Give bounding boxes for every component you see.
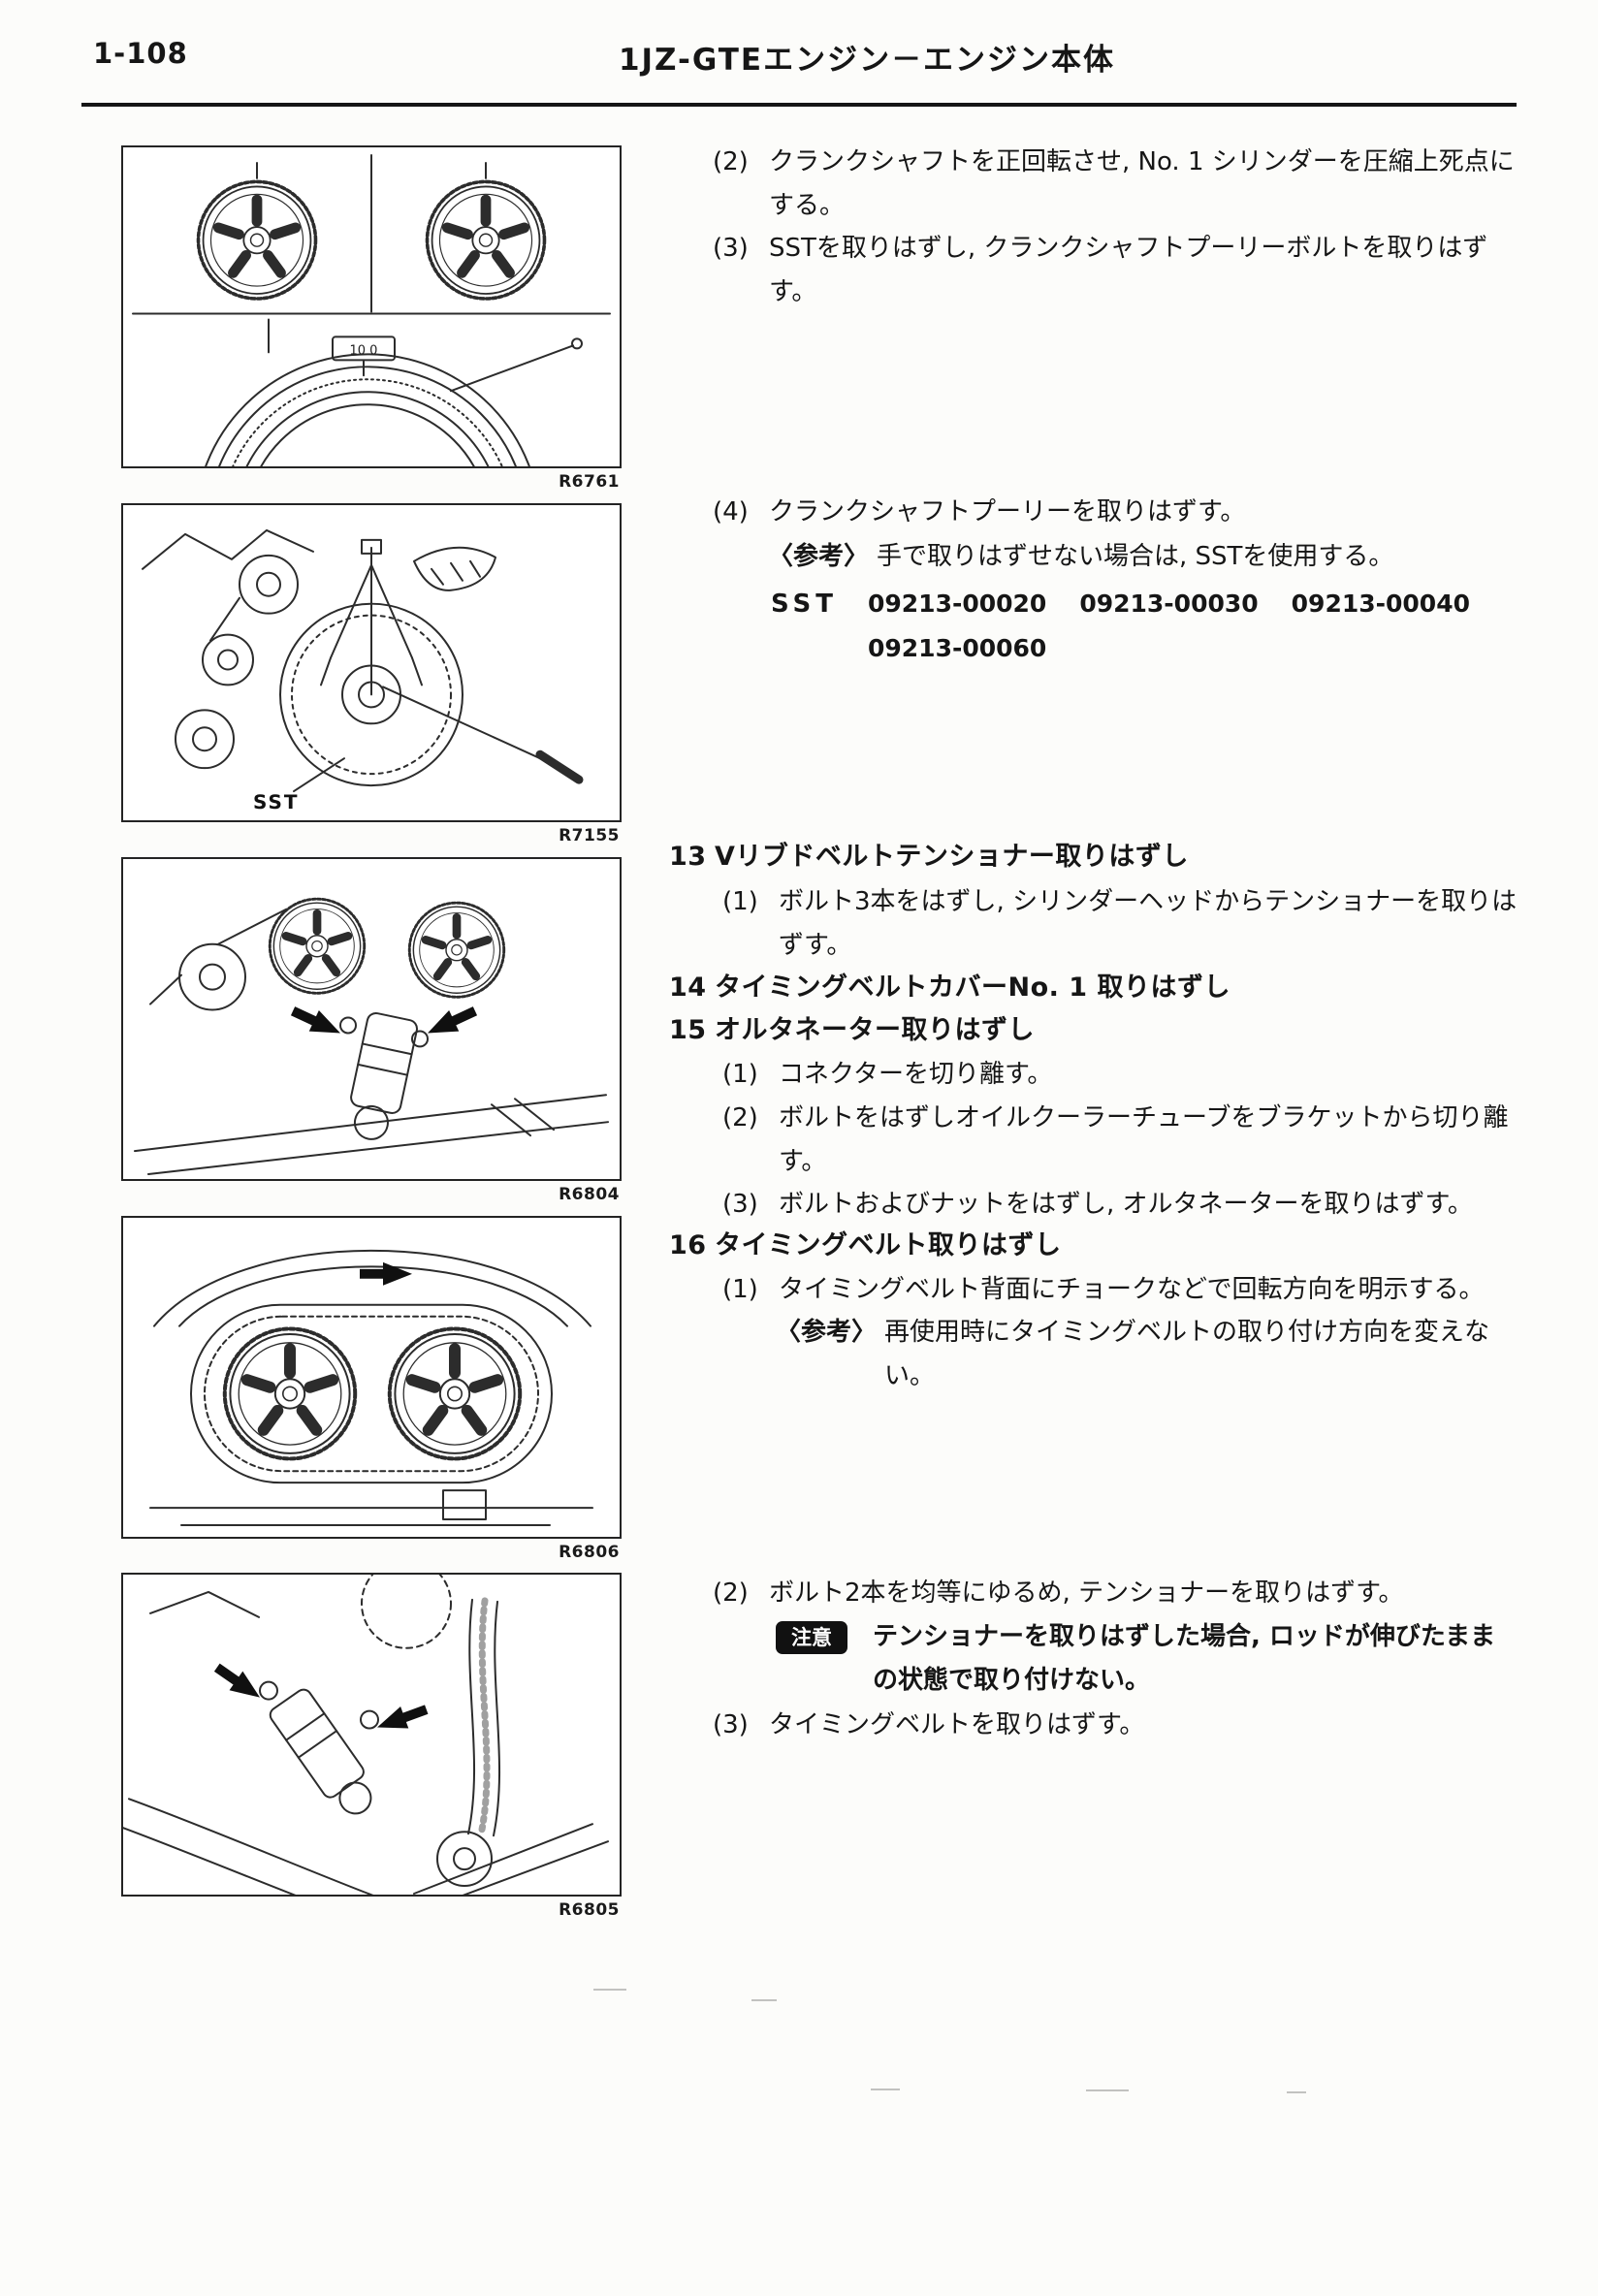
step-number: (1): [722, 1275, 758, 1304]
procedure-step: (3) ボルトおよびナットをはずし, オルタネーターを取りはずす。: [722, 1183, 1519, 1227]
sst-puller-illustration: SST: [142, 528, 584, 813]
step-text: ボルトおよびナットをはずし, オルタネーターを取りはずす。: [779, 1190, 1473, 1219]
step-text: ボルト3本をはずし, シリンダーヘッドからテンショナーを取りはずす。: [779, 887, 1518, 960]
step-text: ボルト2本を均等にゆるめ, テンショナーを取りはずす。: [769, 1578, 1404, 1608]
sst-row: 09213-00060: [868, 626, 1503, 671]
scan-artifact: [871, 2089, 900, 2090]
step-number: (2): [722, 1103, 758, 1132]
figure-timing-belt-direction: R6806: [121, 1216, 622, 1562]
sst-label: SST: [771, 590, 839, 619]
sst-numbers-block: SST 09213-00020 09213-00030 09213-00040 092…: [771, 582, 1503, 671]
procedure-step: (2) ボルトをはずしオイルクーラーチューブをブラケットから切り離す。: [722, 1097, 1519, 1184]
sst-part-number: 09213-00020: [868, 590, 1047, 618]
section-number: 14: [669, 973, 707, 1003]
section-number: 15: [669, 1015, 707, 1045]
procedure-step: (3) タイミングベルトを取りはずす。: [713, 1704, 1519, 1747]
sst-part-number: 09213-00060: [868, 634, 1047, 662]
section-heading-16: 16 タイミングベルト取りはずし: [669, 1225, 1518, 1267]
timing-belt-illustration: [149, 1249, 593, 1527]
procedure-step: (1) コネクターを切り離す。: [722, 1053, 1519, 1097]
sst-part-number: 09213-00040: [1291, 590, 1470, 618]
step-text: ボルトをはずしオイルクーラーチューブをブラケットから切り離す。: [779, 1103, 1509, 1176]
procedure-step: (2) ボルト2本を均等にゆるめ, テンショナーを取りはずす。: [713, 1572, 1519, 1615]
figure-ref-label: R6806: [559, 1543, 620, 1562]
section-heading-13: 13 Vリブドベルトテンショナー取りはずし: [669, 836, 1518, 878]
page-title: 1JZ-GTEエンジン－エンジン本体: [618, 43, 1116, 78]
section-title: タイミングベルト取りはずし: [715, 1230, 1062, 1260]
scan-artifact: [751, 1999, 777, 2001]
step-number: (1): [722, 1060, 758, 1089]
step-text: クランクシャフトプーリーを取りはずす。: [769, 497, 1246, 526]
page-number: 1-108: [93, 37, 188, 70]
figure-sst-crank-pulley: SST R7155: [121, 503, 622, 845]
section-title: Vリブドベルトテンショナー取りはずし: [715, 842, 1189, 872]
section-heading-15: 15 オルタネーター取りはずし: [669, 1009, 1518, 1052]
procedure-step: (1) タイミングベルト背面にチョークなどで回転方向を明示する。: [722, 1268, 1519, 1312]
reference-note: 〈参考〉 再使用時にタイミングベルトの取り付け方向を変えない。: [776, 1311, 1515, 1398]
figure-ref-label: R6805: [559, 1900, 620, 1920]
sst-row: SST 09213-00020 09213-00030 09213-00040: [771, 582, 1503, 626]
step-number: (3): [713, 234, 749, 263]
tensioner-removal-illustration: [123, 1575, 609, 1895]
reference-label: 〈参考〉: [768, 542, 870, 571]
step-text: タイミングベルト背面にチョークなどで回転方向を明示する。: [779, 1275, 1485, 1304]
reference-label: 〈参考〉: [776, 1318, 878, 1347]
procedure-step: (2) クランクシャフトを正回転させ, No. 1 シリンダーを圧縮上死点にする…: [713, 141, 1519, 228]
reference-text: 手で取りはずせない場合は, SSTを使用する。: [877, 542, 1394, 571]
section-title: タイミングベルトカバーNo. 1 取りはずし: [715, 973, 1230, 1003]
figure-ref-label: R6761: [559, 472, 620, 492]
sst-tool-label: SST: [253, 790, 300, 813]
caution-text: テンショナーを取りはずした場合, ロッドが伸びたままの状態で取り付けない。: [873, 1622, 1496, 1695]
figure-tensioner-loosen: R6805: [121, 1573, 622, 1920]
step-text: SSTを取りはずし, クランクシャフトプーリーボルトを取りはずす。: [769, 234, 1488, 306]
caution-note: 注意 テンショナーを取りはずした場合, ロッドが伸びたままの状態で取り付けない。: [776, 1615, 1517, 1703]
tensioner-bolts-illustration: [134, 859, 609, 1176]
procedure-step: (4) クランクシャフトプーリーを取りはずす。: [713, 491, 1519, 534]
scan-artifact: [1086, 2089, 1129, 2091]
timing-scale-label: 10 0: [350, 343, 378, 358]
step-text: タイミングベルトを取りはずす。: [769, 1710, 1145, 1739]
reference-note: 〈参考〉 手で取りはずせない場合は, SSTを使用する。: [768, 535, 1517, 579]
step-text: コネクターを切り離す。: [779, 1060, 1053, 1089]
scan-artifact: [593, 1989, 626, 1991]
header-rule: [81, 103, 1517, 107]
step-number: (2): [713, 147, 749, 176]
section-title: オルタネーター取りはずし: [715, 1015, 1035, 1045]
figure-ref-label: R6804: [559, 1185, 620, 1204]
section-number: 16: [669, 1230, 707, 1260]
procedure-step: (3) SSTを取りはずし, クランクシャフトプーリーボルトを取りはずす。: [713, 227, 1519, 314]
step-number: (4): [713, 497, 749, 526]
step-number: (3): [722, 1190, 758, 1219]
caution-badge: 注意: [776, 1621, 847, 1654]
scan-artifact: [1287, 2091, 1306, 2093]
sst-part-number: 09213-00030: [1079, 590, 1259, 618]
reference-text: 再使用時にタイミングベルトの取り付け方向を変えない。: [884, 1318, 1490, 1390]
step-text: クランクシャフトを正回転させ, No. 1 シリンダーを圧縮上死点にする。: [769, 147, 1515, 220]
procedure-step: (1) ボルト3本をはずし, シリンダーヘッドからテンショナーを取りはずす。: [722, 880, 1519, 968]
step-number: (2): [713, 1578, 749, 1608]
section-number: 13: [669, 842, 707, 872]
figure-timing-marks: 10 0 R6761: [121, 145, 622, 492]
figure-belt-tensioner: R6804: [121, 857, 622, 1204]
step-number: (1): [722, 887, 758, 916]
step-number: (3): [713, 1710, 749, 1739]
section-heading-14: 14 タイミングベルトカバーNo. 1 取りはずし: [669, 967, 1518, 1009]
camshaft-timing-marks-illustration: 10 0: [132, 153, 611, 466]
figure-ref-label: R7155: [559, 826, 620, 845]
